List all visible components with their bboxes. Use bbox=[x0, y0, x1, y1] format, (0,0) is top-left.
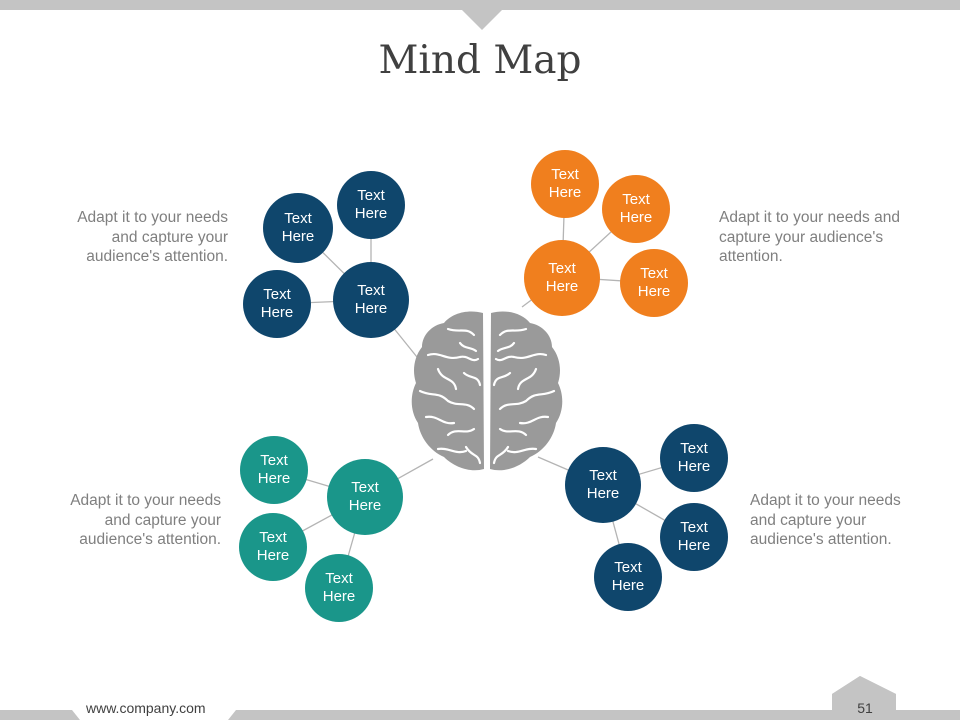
node-bottom-left-sub-2: Text Here bbox=[239, 513, 307, 581]
node-top-left-sub-3: Text Here bbox=[243, 270, 311, 338]
node-top-left-main: Text Here bbox=[333, 262, 409, 338]
top-notch bbox=[462, 10, 502, 30]
footer-url-link[interactable]: www.company.com bbox=[86, 700, 206, 716]
description-top-right: Adapt it to your needs and capture your … bbox=[719, 209, 900, 265]
description-top-left: Adapt it to your needs and capture your … bbox=[77, 209, 228, 265]
node-bottom-right-sub-3: Text Here bbox=[594, 543, 662, 611]
page-number: 51 bbox=[857, 700, 873, 716]
node-bottom-left-sub-1: Text Here bbox=[240, 436, 308, 504]
node-bottom-left-sub-3: Text Here bbox=[305, 554, 373, 622]
node-top-left-sub-1: Text Here bbox=[263, 193, 333, 263]
node-bottom-right-sub-1: Text Here bbox=[660, 424, 728, 492]
top-bar bbox=[0, 0, 960, 10]
node-bottom-left-main: Text Here bbox=[327, 459, 403, 535]
node-top-left-sub-2: Text Here bbox=[337, 171, 405, 239]
brain-icon bbox=[411, 311, 563, 471]
node-top-right-sub-1: Text Here bbox=[531, 150, 599, 218]
description-bottom-right: Adapt it to your needs and capture your … bbox=[750, 492, 901, 548]
node-top-right-sub-3: Text Here bbox=[620, 249, 688, 317]
node-bottom-right-main: Text Here bbox=[565, 447, 641, 523]
node-bottom-right-sub-2: Text Here bbox=[660, 503, 728, 571]
node-top-right-main: Text Here bbox=[524, 240, 600, 316]
slide-title: Mind Map bbox=[378, 38, 582, 83]
footer-bar bbox=[0, 676, 960, 720]
description-bottom-left: Adapt it to your needs and capture your … bbox=[70, 492, 221, 548]
node-top-right-sub-2: Text Here bbox=[602, 175, 670, 243]
